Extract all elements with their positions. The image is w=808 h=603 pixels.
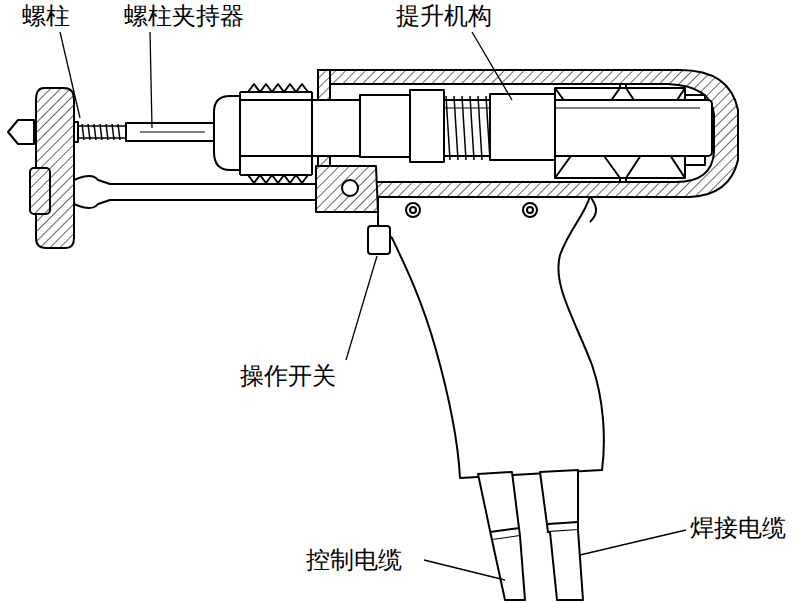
part-label: 螺柱	[22, 2, 70, 30]
part-label: 螺柱夹持器	[124, 2, 244, 30]
leader-lines	[472, 32, 512, 100]
leader-lines	[580, 530, 686, 555]
leader-lines	[60, 32, 686, 580]
lift-mechanism	[446, 96, 490, 160]
lift-mechanism	[360, 90, 555, 162]
stud	[8, 120, 34, 144]
part-label: 提升机构	[396, 2, 492, 30]
stud	[78, 124, 126, 140]
cables	[490, 522, 578, 532]
cables	[492, 536, 525, 600]
lift-mechanism	[360, 95, 410, 157]
lift-mechanism	[490, 94, 555, 160]
handle	[406, 203, 420, 217]
handle	[590, 196, 596, 222]
cables	[478, 470, 583, 600]
part-label: 控制电缆	[306, 546, 402, 574]
support-rod	[316, 166, 378, 212]
support-rod	[74, 166, 378, 212]
stud-holder	[126, 123, 214, 141]
leader-lines	[60, 32, 80, 118]
part-label: 操作开关	[240, 362, 336, 390]
handle	[523, 203, 537, 217]
handle	[378, 196, 604, 478]
part-label: 焊接电缆	[690, 514, 786, 542]
lift-mechanism	[410, 90, 444, 162]
cables	[550, 530, 583, 600]
handle	[410, 207, 416, 213]
handle	[378, 196, 604, 478]
stud-welding-gun	[30, 168, 50, 214]
stud-welding-gun	[140, 132, 205, 133]
stud-welding-gun	[8, 32, 738, 600]
handle	[527, 207, 533, 213]
trigger	[368, 226, 390, 254]
leader-lines	[346, 256, 377, 360]
chuck	[214, 96, 240, 170]
bellows	[240, 84, 312, 183]
leader-lines	[150, 32, 152, 128]
support-rod	[342, 180, 358, 196]
leader-lines	[424, 560, 505, 580]
support-rod	[74, 176, 316, 208]
